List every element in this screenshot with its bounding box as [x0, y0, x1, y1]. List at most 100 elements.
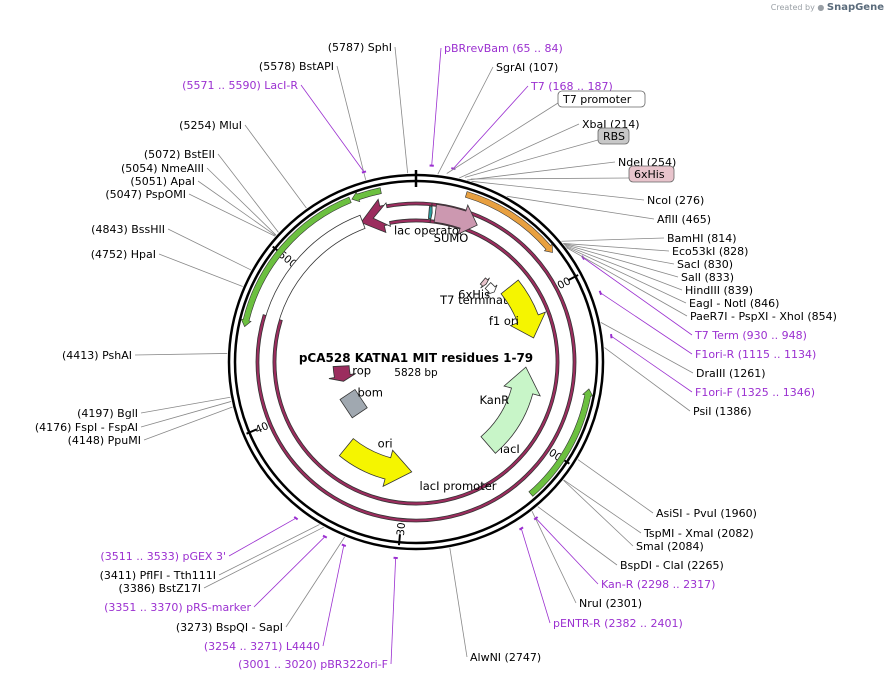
site-bsteii[interactable]: (5072) BstEII [144, 148, 215, 161]
leader-bsteii [217, 153, 279, 233]
site-nmeaiii[interactable]: (5054) NmeAIII [121, 162, 204, 175]
site-alwni[interactable]: AlwNI (2747) [470, 651, 541, 664]
leader-ndei [467, 161, 616, 181]
primer-pbrrevbam[interactable]: pBRrevBam (65 .. 84) [444, 42, 563, 55]
site-ncoi[interactable]: NcoI (276) [647, 194, 704, 207]
site-asisi[interactable]: AsiSI - PvuI (1960) [656, 507, 757, 520]
site-psii[interactable]: PsiI (1386) [693, 405, 752, 418]
feature-f1-ori[interactable]: f1 ori [489, 279, 547, 339]
leader-saci [563, 243, 675, 265]
site-bstz17i[interactable]: (3386) BstZ17I [119, 582, 201, 595]
rop-label: rop [352, 364, 371, 378]
feature-lac-operator[interactable]: lac operator [394, 202, 464, 238]
site-pflfi[interactable]: (3411) PflFI - Tth111I [100, 569, 216, 582]
snapgene-logo-icon: ● [817, 3, 825, 12]
site-aflii[interactable]: AflII (465) [657, 213, 711, 226]
site-nrui[interactable]: NruI (2301) [579, 597, 642, 610]
primer-pbr322ori-f[interactable]: (3001 .. 3020) pBR322ori-F [238, 658, 388, 671]
primer-pgex-3[interactable]: (3511 .. 3533) pGEX 3' [100, 550, 226, 563]
site-eco53ki[interactable]: Eco53kI (828) [672, 245, 748, 258]
boxed-label-t7-promoter[interactable]: T7 promoter [557, 90, 646, 108]
primer-t7[interactable]: T7 (168 .. 187) [530, 80, 613, 93]
site-paer7i[interactable]: PaeR7I - PspXI - XhoI (854) [690, 310, 837, 323]
site-hindiii[interactable]: HindIII (839) [685, 284, 753, 297]
feature-rop[interactable]: rop [328, 364, 371, 382]
site-apai[interactable]: (5051) ApaI [130, 175, 195, 188]
primer-mark-prs-marker [322, 534, 328, 539]
site-labels: (5787) SphI (5578) BstAPI (5571 .. 5590) L… [35, 41, 837, 671]
site-draiii[interactable]: DraIII (1261) [696, 367, 766, 380]
primer-mark-pgex-3 [293, 516, 299, 521]
leader-asisi [577, 459, 654, 514]
site-pspomi[interactable]: (5047) PspOMI [105, 188, 186, 201]
primer-laci-r[interactable]: (5571 .. 5590) LacI-R [182, 79, 298, 92]
leader-pshai [134, 353, 228, 356]
site-pshai[interactable]: (4413) PshAI [62, 349, 132, 362]
laci-label: lacI [500, 442, 520, 456]
primer-l4440[interactable]: (3254 .. 3271) L4440 [204, 640, 320, 653]
site-bamhi[interactable]: BamHI (814) [667, 232, 737, 245]
feature-sumo[interactable]: SUMO [433, 203, 478, 245]
site-bstapi[interactable]: (5578) BstAPI [259, 60, 334, 73]
primer-kan-r[interactable]: Kan-R (2298 .. 2317) [601, 578, 715, 591]
rop-arrow [328, 365, 356, 382]
site-sphi[interactable]: (5787) SphI [328, 41, 392, 54]
primer-mark-f1ori-r [598, 290, 603, 296]
green-arc-right-shape [528, 388, 594, 497]
created-by-text: Created by [770, 3, 815, 12]
feature-t7-terminator[interactable]: T7 terminator [439, 282, 520, 307]
primer-mark-f1ori-f [610, 333, 613, 339]
t7-terminator-arrow [484, 282, 498, 295]
leader-l4440 [322, 545, 345, 647]
site-eagi[interactable]: EagI - NotI (846) [689, 297, 779, 310]
primer-f1ori-r[interactable]: F1ori-R (1115 .. 1134) [695, 348, 816, 361]
leader-pspomi [188, 193, 276, 237]
primer-pentr-r[interactable]: pENTR-R (2382 .. 2401) [553, 617, 683, 630]
site-tspmi[interactable]: TspMI - XmaI (2082) [643, 527, 754, 540]
leader-hindiii [564, 244, 683, 291]
site-fspi[interactable]: (4176) FspI - FspAI [35, 421, 138, 434]
site-bspdi[interactable]: BspDI - ClaI (2265) [620, 559, 724, 572]
kanr-label: KanR [479, 393, 509, 407]
boxed-label-rbs[interactable]: RBS [597, 127, 630, 145]
leader-pflfi [218, 524, 320, 576]
green-arc-left-shape [240, 196, 352, 328]
site-bgli[interactable]: (4197) BglI [77, 407, 138, 420]
site-hpai[interactable]: (4752) HpaI [91, 248, 156, 261]
primer-mark-kan-r [533, 516, 539, 521]
site-saci[interactable]: SacI (830) [677, 258, 733, 271]
leader-t7-promoter [446, 102, 559, 174]
leader-lines [134, 46, 694, 665]
feature-laci[interactable]: lacI [255, 198, 577, 523]
leader-prs-marker [253, 536, 326, 608]
site-mlui[interactable]: (5254) MluI [179, 119, 242, 132]
leader-bspdi [537, 506, 618, 566]
leader-aflii [506, 195, 655, 220]
primer-t7-term[interactable]: T7 Term (930 .. 948) [694, 329, 807, 342]
leader-bgli [140, 396, 231, 414]
feature-laci-promoter[interactable]: lacI promoter [258, 201, 574, 520]
leader-nrui [531, 511, 577, 604]
primer-f1ori-f[interactable]: F1ori-F (1325 .. 1346) [695, 386, 815, 399]
f1-ori-label: f1 ori [489, 314, 519, 328]
leader-pbrrevbam [431, 47, 442, 166]
site-smai[interactable]: SmaI (2084) [636, 540, 704, 553]
kanr-arrow [480, 366, 541, 454]
site-bsshii[interactable]: (4843) BssHII [91, 223, 165, 236]
site-ppumi[interactable]: (4148) PpuMI [68, 434, 141, 447]
site-bspqi[interactable]: (3273) BspQI - SapI [176, 621, 283, 634]
sumo-arrow [433, 203, 478, 235]
f1-ori-arrow [500, 279, 547, 339]
site-sali[interactable]: SalI (833) [681, 271, 734, 284]
feature-kanr[interactable]: KanR [479, 366, 541, 454]
feature-bom[interactable]: bom [339, 386, 383, 419]
boxed-label-6xhis[interactable]: 6xHis [628, 165, 675, 183]
site-sgrai[interactable]: SgrAI (107) [496, 61, 558, 74]
primer-prs-marker[interactable]: (3351 .. 3370) pRS-marker [104, 601, 251, 614]
leader-rbs [464, 139, 599, 178]
feature-6xhis-f[interactable]: 6xHis [458, 277, 490, 302]
feature-ori[interactable]: ori [338, 436, 413, 488]
leader-paer7i [566, 247, 688, 317]
